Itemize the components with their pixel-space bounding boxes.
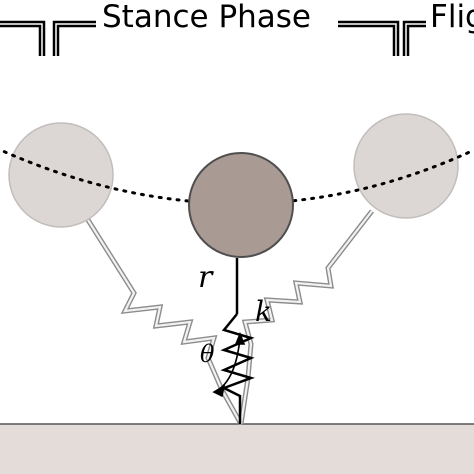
length-symbol: r xyxy=(198,260,214,295)
stance-phase-bracket-right-inner xyxy=(338,24,396,56)
touchdown-ghost-mass xyxy=(8,122,114,228)
stance-phase-bracket-left xyxy=(52,20,96,56)
stance-phase-bracket-right xyxy=(338,20,400,56)
stiffness-symbol: k xyxy=(255,295,272,328)
angle-arrowhead-top xyxy=(234,331,246,345)
com-trajectory xyxy=(0,148,474,205)
active-leg xyxy=(220,258,255,424)
angle-symbol: θ xyxy=(200,340,215,368)
flight-phase-bracket-left xyxy=(402,20,426,56)
liftoff-ghost-leg xyxy=(239,210,373,425)
ground xyxy=(0,423,474,474)
stance-phase-label: Stance Phase xyxy=(102,0,311,35)
active-mass xyxy=(188,152,294,258)
angle-indicator xyxy=(212,331,246,398)
flight-phase-label: Flig xyxy=(430,0,474,35)
leg-spring xyxy=(220,313,255,424)
liftoff-ghost-mass xyxy=(353,113,459,219)
previous-phase-bracket xyxy=(0,20,46,56)
flight-phase-bracket-left-inner xyxy=(406,24,426,56)
angle-arrowhead-bottom xyxy=(212,384,226,398)
ghost-legs xyxy=(85,209,374,426)
stance-phase-bracket-left-inner xyxy=(56,24,96,56)
touchdown-ghost-leg xyxy=(87,219,242,425)
phase-brackets xyxy=(0,20,426,56)
previous-phase-bracket-inner xyxy=(0,24,42,56)
